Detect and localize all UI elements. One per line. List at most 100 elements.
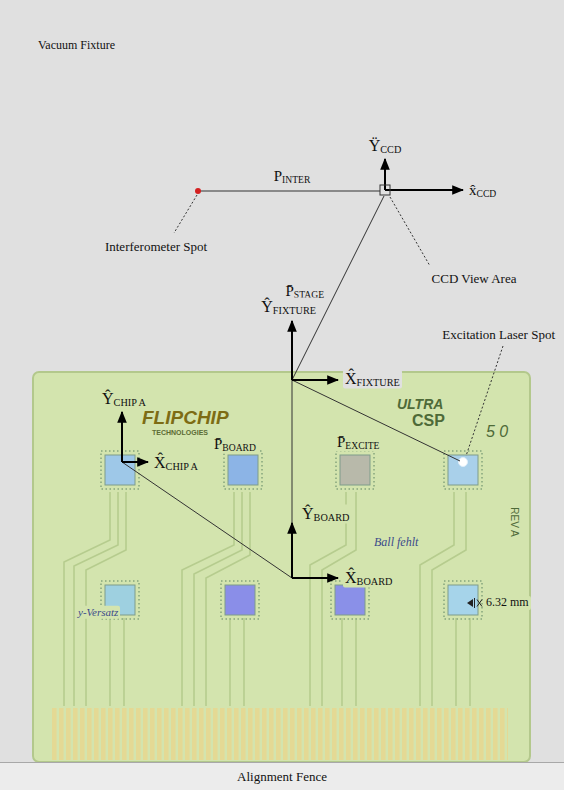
chip-pads	[221, 581, 259, 619]
axis-label: x̂CCD	[467, 182, 498, 199]
dimension-tick	[474, 598, 475, 608]
chip	[340, 455, 370, 485]
callout-label: Excitation Laser Spot	[440, 328, 557, 343]
chip	[105, 455, 135, 485]
axis-arrow	[292, 379, 338, 381]
handwritten-note: Ball fehlt	[372, 536, 420, 550]
symbol-subscript: BOARD	[222, 442, 256, 453]
trace	[341, 618, 343, 706]
symbol-subscript: CHIP A	[166, 461, 198, 472]
axis-arrow	[292, 577, 338, 579]
callout-label: CCD View Area	[430, 272, 519, 287]
vector-label: PINTER	[272, 168, 313, 185]
symbol-subscript: FIXTURE	[357, 377, 400, 388]
trace	[355, 618, 357, 706]
trace	[243, 618, 245, 706]
axis-label: ŸCCD	[367, 137, 404, 156]
laser-spot	[459, 458, 468, 467]
board-print: CSP	[410, 412, 447, 430]
axis-label: X̂BOARD	[343, 569, 394, 588]
symbol-letter: X̂	[345, 370, 357, 387]
axis-arrow	[385, 189, 463, 191]
dimension-symbol	[467, 598, 482, 608]
chip	[228, 455, 258, 485]
trace	[123, 618, 125, 706]
symbol-letter: Ŷ	[261, 298, 273, 315]
leader-line	[174, 195, 197, 233]
axes	[122, 159, 463, 578]
dimension-cross	[477, 600, 482, 607]
symbol-letter: Ŷ	[102, 390, 114, 407]
symbol-subscript: CCD	[380, 144, 401, 155]
chip-pads	[444, 451, 482, 489]
node-text: Vacuum Fixture	[38, 38, 564, 52]
board-print: 5 0	[484, 423, 510, 441]
trace	[469, 618, 471, 706]
axis-arrow	[291, 321, 293, 380]
symbol-subscript: CHIP A	[114, 397, 146, 408]
trace	[64, 492, 110, 706]
symbol-letter: P	[274, 168, 282, 184]
chip	[448, 455, 478, 485]
board-print: TECHNOLOGIES	[150, 429, 210, 437]
vector-label: P̄BOARD	[212, 436, 258, 453]
symbol-letter: X̂	[154, 454, 166, 471]
callout-label: Interferometer Spot	[103, 240, 209, 255]
symbol-letter: Ŷ	[302, 505, 314, 522]
trace	[109, 618, 111, 706]
vector-line	[198, 191, 380, 192]
board-print: ULTRA	[395, 396, 445, 412]
fence-band: Alignment Fence	[0, 762, 564, 790]
board-traces	[64, 492, 470, 706]
vector-label: P̄EXCITE	[335, 434, 381, 451]
axis-arrow	[291, 523, 293, 578]
symbol-letter: P̄	[337, 434, 345, 450]
node-text: Alignment Fence	[0, 769, 564, 785]
fixture-region: Vacuum Fixture	[0, 0, 564, 762]
symbol-letter: x̂	[469, 182, 477, 198]
interferometer-dot	[195, 188, 201, 194]
leader-line	[390, 197, 430, 266]
symbol-subscript: INTER	[282, 174, 310, 185]
board-logo: FLIPCHIP	[140, 407, 231, 429]
symbol-letter: X̂	[345, 569, 357, 586]
symbol-letter: P̄	[214, 436, 222, 452]
chip	[225, 585, 255, 615]
symbol-subscript: BOARD	[357, 576, 393, 587]
symbol-subscript: FIXTURE	[273, 305, 316, 316]
axis-label: X̂CHIP A	[152, 454, 200, 473]
chip-pads	[444, 581, 482, 619]
chip	[335, 585, 365, 615]
vector-line	[292, 380, 293, 578]
fixture-ground	[0, 0, 564, 762]
handwritten-note: y-Versatz	[76, 606, 120, 619]
chip-pads	[224, 451, 262, 489]
symbol-subscript: BOARD	[314, 512, 350, 523]
axis-label: ŶFIXTURE	[259, 298, 318, 317]
axis-arrow	[121, 412, 123, 462]
ccd-view-square	[380, 185, 390, 195]
symbol-subscript: EXCITE	[345, 440, 379, 451]
vector-line	[122, 462, 292, 578]
chip	[448, 585, 478, 615]
vector-line	[292, 380, 460, 461]
chip-pads	[336, 451, 374, 489]
symbol-letter: Ÿ	[369, 137, 381, 154]
axis-label: ŶBOARD	[300, 505, 351, 524]
axis-arrow	[122, 461, 148, 463]
dimension-label: 6.32 mm	[484, 596, 531, 610]
axis-label: X̂FIXTURE	[343, 370, 402, 389]
trace	[229, 618, 231, 706]
board-print: REV A	[508, 505, 520, 538]
axis-label: ŶCHIP A	[100, 390, 148, 409]
board-outline	[33, 372, 530, 762]
edge-connector	[52, 708, 508, 760]
circuit-board	[33, 372, 530, 762]
symbol-subscript: CCD	[477, 188, 497, 199]
trace	[455, 618, 457, 706]
dimension-arrow	[467, 599, 473, 607]
